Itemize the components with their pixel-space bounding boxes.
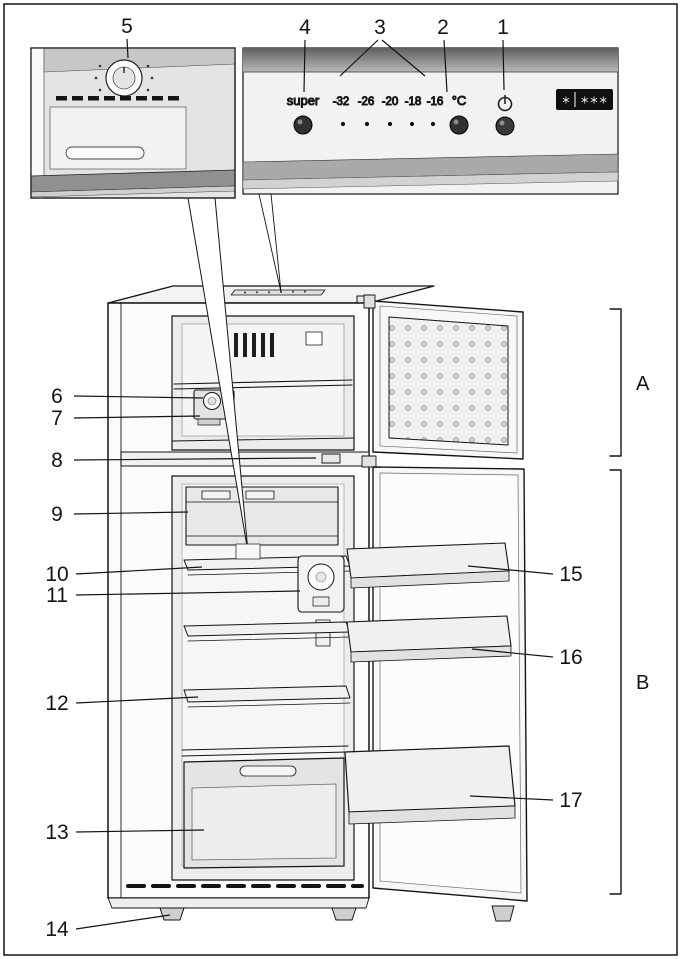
freezer-door xyxy=(363,294,524,460)
callout-12-line xyxy=(75,696,199,704)
super-button xyxy=(293,115,313,135)
foot-right xyxy=(331,907,357,921)
callout-6-label: 6 xyxy=(51,385,63,408)
appliance-diagram xyxy=(107,285,622,922)
vent-slots xyxy=(56,96,179,101)
section-brackets xyxy=(609,308,622,895)
callout-3-line xyxy=(339,39,379,77)
divider-latch xyxy=(321,453,341,464)
scale-dots xyxy=(340,121,436,127)
callout-7-label: 7 xyxy=(51,407,63,430)
power-button xyxy=(495,116,515,136)
callout-15-line xyxy=(467,565,554,575)
foot-left xyxy=(159,907,185,921)
top-strip-marks xyxy=(244,290,306,294)
fridge-thermostat-target xyxy=(235,543,261,560)
bracket-refrigerator xyxy=(609,469,622,895)
callout-4-label: 4 xyxy=(299,16,311,39)
temperature-scale: -32 -26 -20 -18 -16 xyxy=(332,96,444,127)
crisper-drawer xyxy=(183,757,345,869)
callout-13-label: 13 xyxy=(45,821,68,844)
middle-hinge xyxy=(361,455,377,468)
callout-16-label: 16 xyxy=(559,646,582,669)
callout-7-line xyxy=(73,415,201,419)
callout-lines xyxy=(73,38,554,930)
callout-1-label: 1 xyxy=(497,16,509,39)
scale-tick-label: -32 xyxy=(333,96,350,108)
handle-recess xyxy=(65,146,145,160)
plinth xyxy=(107,897,370,909)
callout-9-label: 9 xyxy=(51,503,63,526)
callout-16-line xyxy=(471,648,554,658)
callout-9-line xyxy=(73,511,189,515)
callout-13-line xyxy=(75,829,205,833)
callout-11-label: 11 xyxy=(46,584,68,607)
section-b-label: B xyxy=(636,672,649,694)
section-a-label: A xyxy=(636,373,650,395)
callout-8-line xyxy=(73,457,317,461)
scale-tick-label: -26 xyxy=(358,96,375,108)
callout-17-line xyxy=(469,795,554,801)
scale-tick-label: -16 xyxy=(427,96,444,108)
callout-numbers: 5 4 3 2 1 6 7 8 9 10 11 12 13 14 15 16 1… xyxy=(45,15,650,941)
super-label: super xyxy=(287,93,320,108)
chiller-compartment xyxy=(185,486,339,546)
freezer-compartment xyxy=(171,315,355,451)
control-panel-inset: super -32 -26 -20 -18 -16 °C ✱ ✱✱✱ xyxy=(242,47,619,195)
star-triple: ✱✱✱ xyxy=(580,95,608,107)
callout-15-label: 15 xyxy=(559,563,582,586)
refrigerator-door xyxy=(344,466,528,922)
callout-4-line xyxy=(303,39,306,93)
callout-12-label: 12 xyxy=(45,692,68,715)
freezer-door-dimple-panel xyxy=(388,316,509,446)
interior-light-unit xyxy=(297,555,345,613)
callout-5-line xyxy=(126,38,129,59)
power-icon xyxy=(497,95,513,112)
callout-2-label: 2 xyxy=(437,16,449,39)
door-shelf-bottom xyxy=(344,745,516,825)
refrigerator-compartment xyxy=(171,475,355,881)
callout-10-label: 10 xyxy=(45,563,68,586)
door-shelf-middle xyxy=(346,615,512,663)
callout-3-line xyxy=(381,39,426,77)
thermostat-knob xyxy=(105,59,143,97)
star-single: ✱ xyxy=(561,95,570,107)
scale-tick-label: -20 xyxy=(382,96,399,108)
thermostat-detail-inset xyxy=(30,47,236,199)
freezer-vent-slots xyxy=(234,333,274,357)
callout-11-line xyxy=(75,590,301,596)
callout-14-line xyxy=(75,914,171,930)
callout-8-label: 8 xyxy=(51,449,63,472)
freezer-lamp xyxy=(305,331,323,346)
callout-5-label: 5 xyxy=(121,15,133,38)
top-control-strip xyxy=(230,289,326,296)
callout-14-label: 14 xyxy=(45,918,69,941)
celsius-button xyxy=(449,115,469,135)
callout-6-line xyxy=(73,395,204,399)
bracket-freezer xyxy=(609,308,622,457)
door-shelf-upper xyxy=(346,542,510,589)
celsius-label: °C xyxy=(452,93,467,108)
callout-3-label: 3 xyxy=(374,16,386,39)
scale-tick-label: -18 xyxy=(405,96,422,108)
freezer-star-rating-icon: ✱ ✱✱✱ xyxy=(556,89,613,110)
callout-2-line xyxy=(443,39,448,93)
knob-dial-marks xyxy=(94,64,154,92)
callout-17-label: 17 xyxy=(559,789,582,812)
callout-1-line xyxy=(502,39,505,91)
callout-10-line xyxy=(75,566,203,575)
door-foot xyxy=(491,905,515,922)
